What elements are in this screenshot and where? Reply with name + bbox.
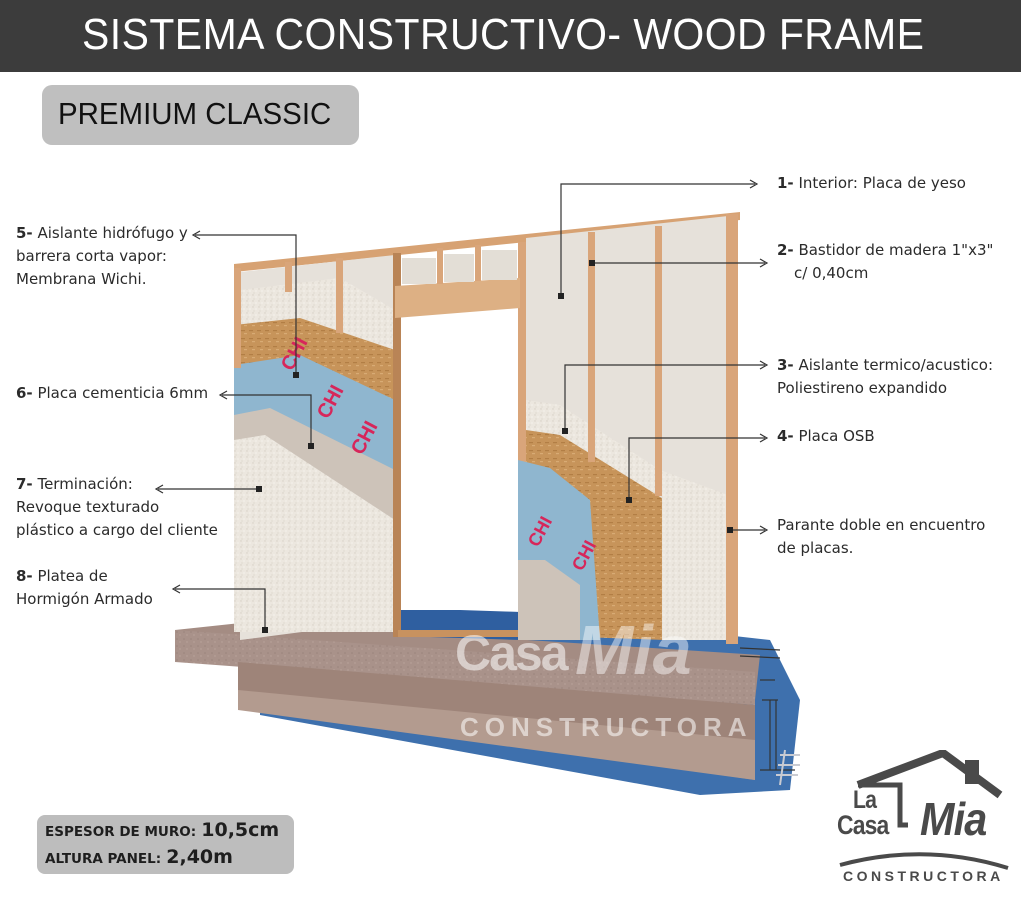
leader-lines — [158, 183, 765, 630]
spec-wall-thickness: ESPESOR DE MURO: 10,5cm — [45, 819, 280, 841]
specs-box: ESPESOR DE MURO: 10,5cm ALTURA PANEL: 2,… — [37, 815, 294, 874]
callout-8-slab: 8- Platea de Hormigón Armado — [16, 567, 153, 608]
arrow-heads — [154, 179, 769, 594]
leader-dots — [256, 260, 733, 633]
top-plate — [234, 212, 740, 272]
door-jamb-left — [393, 253, 401, 637]
callout-5-membrane: 5- Aislante hidrófugo y barrera corta va… — [16, 224, 188, 288]
logo-mia: Mia — [920, 793, 987, 845]
logo-constructora: CONSTRUCTORA — [843, 868, 1004, 884]
page-title: SISTEMA CONSTRUCTIVO- WOOD FRAME — [82, 10, 925, 59]
rebar-mesh-icon — [776, 749, 800, 786]
rebar-icon — [739, 647, 795, 771]
slab-front — [175, 630, 755, 705]
callout-1-gypsum: 1- Interior: Placa de yeso — [777, 174, 966, 192]
door-sill — [398, 630, 520, 637]
product-badge: PREMIUM CLASSIC — [42, 85, 359, 145]
left-wall-studs — [234, 258, 343, 368]
logo-la: La — [853, 786, 877, 814]
logo-casa: Casa — [837, 810, 889, 840]
right-wall-studs — [588, 214, 738, 644]
product-badge-label: PREMIUM CLASSIC — [58, 96, 332, 131]
company-logo: La Casa Mia CONSTRUCTORA — [830, 750, 1015, 895]
header-bar: SISTEMA CONSTRUCTIVO- WOOD FRAME — [0, 0, 1021, 72]
spec-panel-height: ALTURA PANEL: 2,40m — [45, 846, 233, 868]
callout-6-cement-board: 6- Placa cementicia 6mm — [16, 384, 209, 402]
callout-2-frame: 2- Bastidor de madera 1"x3" c/ 0,40cm — [777, 241, 994, 282]
house-roof-icon — [839, 750, 1009, 870]
callout-3-insulation: 3- Aislante termico/acustico: Poliestire… — [777, 356, 993, 397]
callout-double-stud: Parante doble en encuentro de placas. — [777, 516, 986, 557]
door-jamb-right — [518, 242, 526, 634]
door-header — [395, 278, 520, 318]
callout-7-finish: 7- Terminación: Revoque texturado plásti… — [16, 475, 218, 539]
slab-lower-band — [238, 690, 755, 780]
callout-4-osb: 4- Placa OSB — [777, 427, 875, 445]
door-cripples — [437, 245, 481, 284]
